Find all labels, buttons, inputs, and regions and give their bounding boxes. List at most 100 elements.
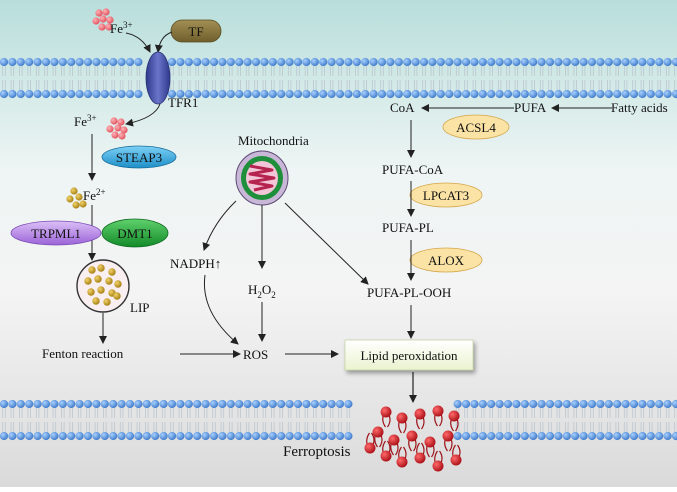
fe2-ion bbox=[79, 200, 87, 208]
lipid-head bbox=[33, 89, 42, 99]
lipid-head bbox=[503, 431, 513, 441]
lipid-head bbox=[487, 89, 496, 99]
lipid-head bbox=[260, 57, 269, 67]
lipid-head bbox=[344, 89, 353, 99]
arrow-mito-to-pufa-pl-ooh bbox=[284, 202, 369, 285]
lipid-head bbox=[285, 89, 294, 99]
lipid-head bbox=[142, 431, 151, 441]
lipid-head bbox=[75, 89, 84, 99]
lipid-head bbox=[50, 431, 59, 441]
lipid-head bbox=[621, 399, 630, 409]
lipid-head bbox=[638, 399, 647, 409]
lipid-head bbox=[125, 431, 135, 441]
lipid-head bbox=[16, 399, 25, 409]
lipid-head bbox=[520, 431, 529, 441]
fe3-ion bbox=[102, 8, 110, 16]
lipid-head bbox=[663, 431, 672, 441]
fe2-ion bbox=[70, 187, 78, 195]
lipid-head bbox=[361, 89, 370, 99]
lipid-head bbox=[58, 89, 67, 99]
lipid-head bbox=[512, 399, 521, 409]
lipid-head bbox=[445, 89, 454, 99]
lipid-head bbox=[529, 57, 538, 67]
lipid-head bbox=[226, 57, 235, 67]
lipid-head bbox=[58, 57, 67, 67]
lipid-head bbox=[319, 89, 328, 99]
lipid-head bbox=[226, 431, 235, 441]
lipid-head bbox=[134, 57, 143, 67]
h2o2-label: H2O2 bbox=[248, 282, 276, 300]
oxidized-lipid-head bbox=[414, 408, 426, 420]
lpcat3-enzyme bbox=[409, 182, 483, 208]
lipid-head bbox=[604, 57, 613, 67]
lipid-head bbox=[512, 57, 521, 67]
lipid-head bbox=[596, 431, 605, 441]
cell-membrane-bottom bbox=[0, 399, 677, 441]
lipid-head bbox=[83, 89, 93, 99]
lipid-head bbox=[25, 57, 34, 67]
lipid-head bbox=[209, 399, 219, 409]
lipid-head bbox=[33, 431, 42, 441]
lipid-head bbox=[604, 399, 613, 409]
lipid-head bbox=[571, 89, 580, 99]
fe2-ions bbox=[66, 187, 87, 209]
lipid-head bbox=[352, 89, 361, 99]
lipid-head bbox=[8, 57, 17, 67]
lipid-head bbox=[83, 431, 93, 441]
lipid-head bbox=[344, 57, 353, 67]
lip-iron-granules bbox=[84, 264, 122, 306]
lipid-head bbox=[251, 399, 261, 409]
lip-granule bbox=[103, 298, 111, 306]
fe3-ion bbox=[92, 17, 100, 25]
lipid-head bbox=[545, 399, 555, 409]
lipid-head bbox=[226, 399, 235, 409]
lipid-head bbox=[193, 89, 202, 99]
lipid-head bbox=[545, 431, 555, 441]
lipid-head bbox=[571, 431, 580, 441]
lipid-head bbox=[310, 57, 319, 67]
lipid-head bbox=[50, 57, 59, 67]
lip-granule bbox=[92, 297, 100, 305]
lipid-head bbox=[478, 399, 487, 409]
lipid-head bbox=[235, 399, 244, 409]
fe3-ion bbox=[95, 9, 103, 17]
lipid-head bbox=[403, 89, 412, 99]
lipid-head bbox=[67, 431, 76, 441]
lipid-head bbox=[503, 399, 513, 409]
lipid-head bbox=[613, 399, 622, 409]
lipid-head bbox=[251, 431, 261, 441]
lipid-head bbox=[159, 399, 168, 409]
lipid-head bbox=[470, 399, 479, 409]
lipid-head bbox=[453, 57, 462, 67]
fe3-ion bbox=[98, 23, 106, 31]
arrow-mito-to-nadph bbox=[202, 200, 237, 251]
lipid-head bbox=[646, 431, 655, 441]
lipid-head bbox=[285, 399, 294, 409]
lipid-head bbox=[260, 431, 269, 441]
lipid-head bbox=[41, 399, 51, 409]
lipid-head bbox=[268, 89, 277, 99]
fenton-reaction-label: Fenton reaction bbox=[42, 346, 124, 361]
lipid-head bbox=[638, 89, 647, 99]
lipid-head bbox=[386, 57, 395, 67]
lipid-head bbox=[445, 57, 454, 67]
lipid-head bbox=[579, 431, 588, 441]
lipid-head bbox=[218, 89, 227, 99]
lipid-head bbox=[495, 89, 504, 99]
lip-granule bbox=[94, 275, 102, 283]
lipid-head bbox=[184, 89, 193, 99]
arrow-tf-to-tfr1 bbox=[154, 31, 173, 53]
lipid-head bbox=[453, 89, 462, 99]
lipid-head bbox=[184, 399, 193, 409]
lipid-head bbox=[537, 431, 546, 441]
trpml1-transporter bbox=[10, 220, 102, 246]
lipid-head bbox=[335, 399, 345, 409]
lip-granule bbox=[87, 288, 95, 296]
lipid-head bbox=[16, 57, 25, 67]
lipid-head bbox=[495, 57, 504, 67]
lipid-head bbox=[218, 399, 227, 409]
lipid-head bbox=[193, 399, 202, 409]
lipid-head bbox=[209, 57, 219, 67]
lipid-head bbox=[671, 57, 677, 67]
lipid-head bbox=[83, 57, 93, 67]
